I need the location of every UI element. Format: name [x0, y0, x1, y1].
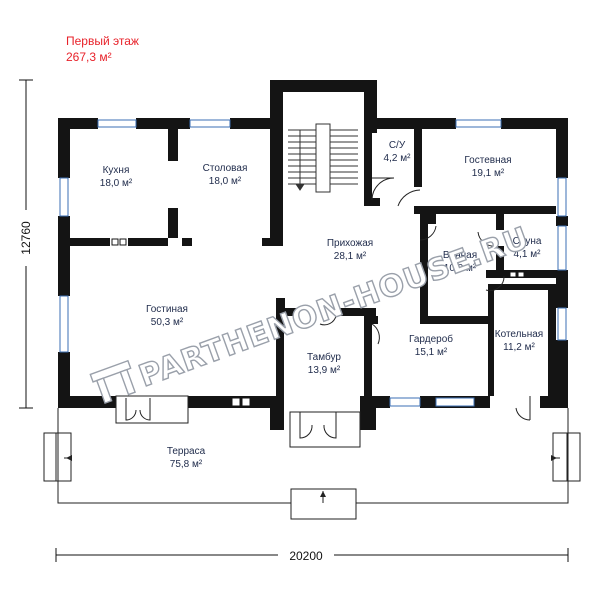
terrace-stair-arrows [64, 455, 560, 503]
watermark-logo-col-right [119, 368, 136, 396]
height-dimension-label: 12760 [19, 221, 33, 255]
room-area-boiler: 11,2 м² [503, 342, 535, 353]
room-name-vestibule: Тамбур [307, 351, 341, 363]
room-name-boiler: Котельная [495, 329, 543, 340]
room-name-terrace: Терраса [167, 446, 206, 457]
room-area-terrace: 75,8 м² [170, 459, 203, 470]
fixtures [111, 238, 525, 407]
watermark-logo-col-left [95, 377, 113, 405]
room-name-hall: Прихожая [327, 238, 373, 249]
floor-title: Первый этаж [66, 34, 139, 48]
width-dimension-label: 20200 [289, 549, 323, 563]
total-area: 267,3 м² [66, 50, 112, 64]
watermark-logo-top [89, 359, 132, 383]
room-name-dining: Столовая [203, 163, 248, 174]
room-name-guest: Гостевная [464, 155, 511, 166]
terrace-outline [43, 408, 581, 520]
room-area-hall: 28,1 м² [334, 251, 367, 262]
room-name-living: Гостиная [146, 304, 188, 315]
room-area-vestibule: 13,9 м² [308, 365, 341, 376]
room-name-wardrobe: Гардероб [409, 333, 453, 345]
room-labels: Кухня 18,0 м² Столовая 18,0 м² С/У 4,2 м… [100, 140, 543, 470]
room-area-bathroom: 10,0 м² [444, 263, 477, 274]
room-name-wc: С/У [389, 140, 406, 151]
room-area-dining: 18,0 м² [209, 176, 242, 187]
room-area-living: 50,3 м² [151, 317, 184, 328]
windows [59, 119, 567, 407]
room-area-kitchen: 18,0 м² [100, 178, 133, 189]
room-area-guest: 19,1 м² [472, 168, 505, 179]
room-area-wardrobe: 15,1 м² [415, 347, 448, 358]
room-area-sauna: 4,1 м² [514, 249, 542, 260]
room-area-wc: 4,2 м² [384, 153, 412, 164]
room-name-sauna: Сауна [513, 236, 542, 247]
room-name-kitchen: Кухня [103, 165, 130, 176]
height-dimension: 12760 [19, 79, 33, 409]
width-dimension: 20200 [55, 548, 569, 563]
staircase [288, 123, 358, 193]
doors [115, 177, 531, 448]
room-name-bathroom: Ванная [443, 250, 477, 261]
